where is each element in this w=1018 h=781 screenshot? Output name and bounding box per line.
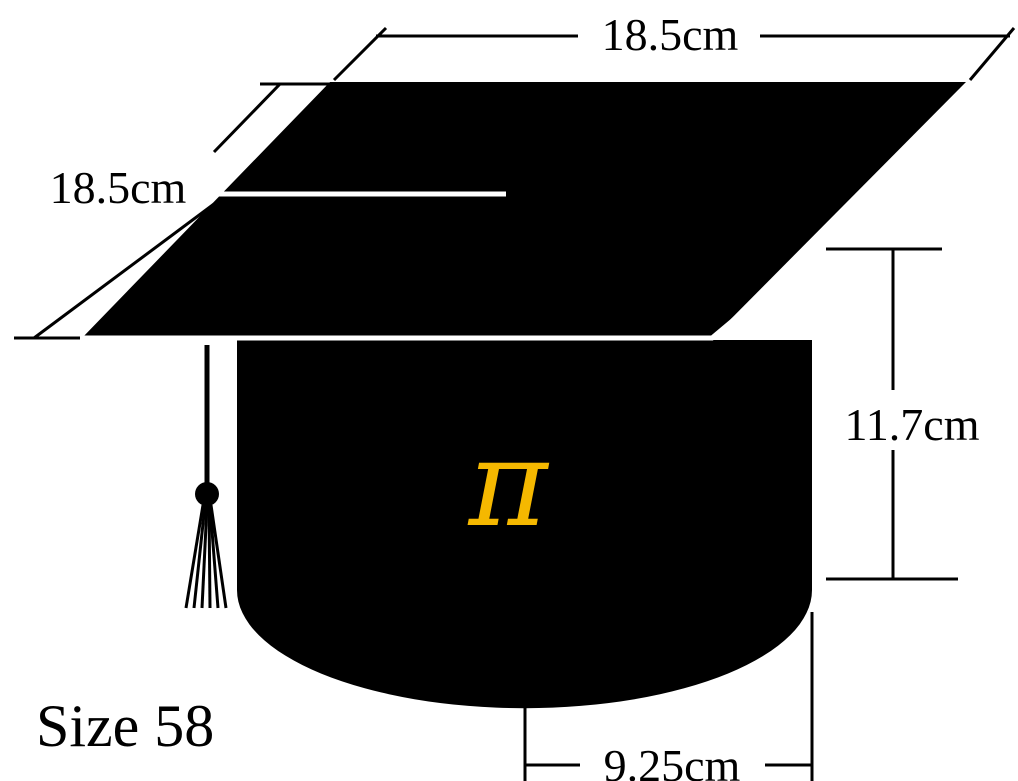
left-depth-label: 18.5cm	[50, 162, 187, 213]
mortarboard-edge-highlight	[82, 244, 824, 341]
tassel-knot	[195, 482, 219, 506]
tassel-fringe	[184, 504, 228, 609]
mortarboard	[82, 82, 966, 338]
radius-label: 9.25cm	[604, 740, 741, 781]
cap-body	[237, 340, 812, 709]
pi-symbol: π	[467, 415, 550, 554]
left-depth-dimension	[14, 82, 334, 340]
size-label: Size 58	[36, 693, 214, 759]
radius-dimension	[523, 612, 814, 781]
top-width-dimension	[332, 26, 1016, 82]
height-label: 11.7cm	[845, 399, 980, 450]
top-width-label: 18.5cm	[602, 9, 739, 60]
height-dimension	[826, 247, 958, 581]
